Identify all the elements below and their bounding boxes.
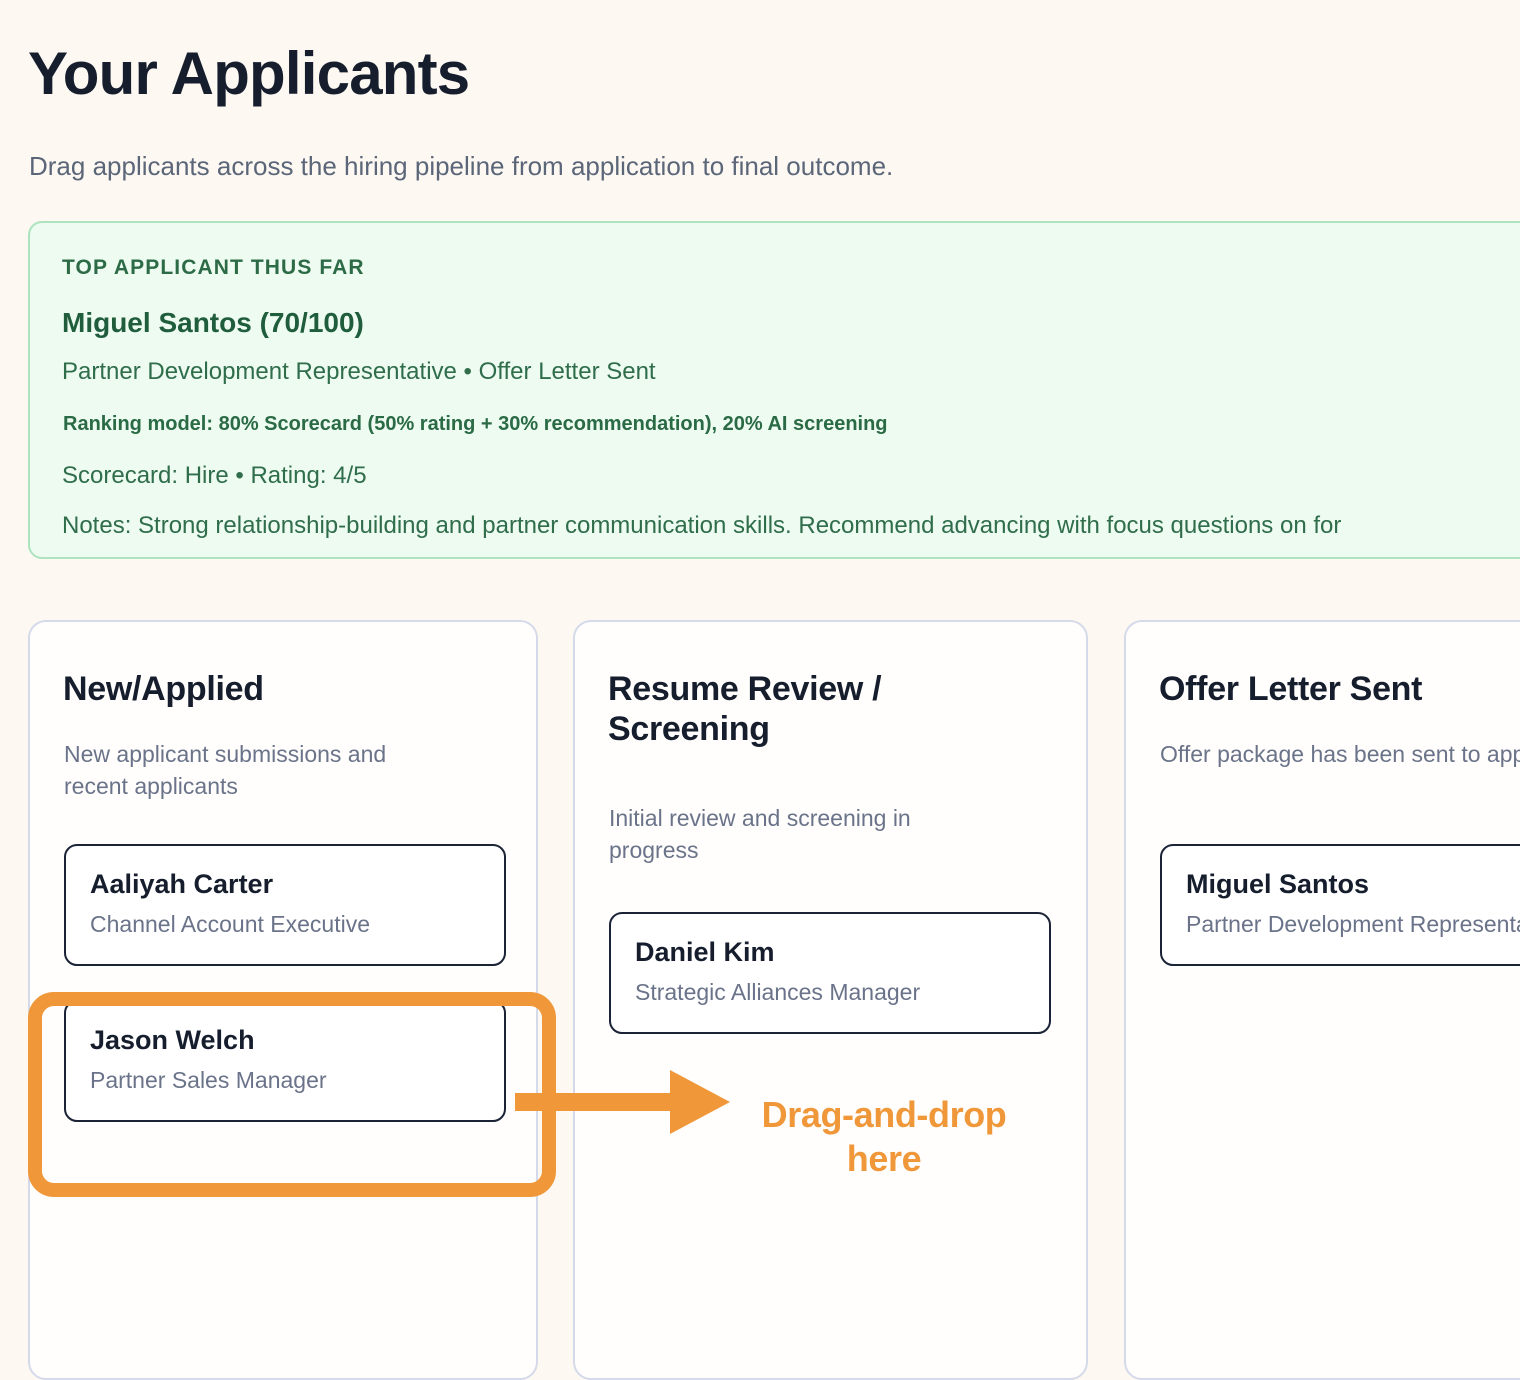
page-subtitle: Drag applicants across the hiring pipeli… [29, 151, 894, 181]
pipeline-column-resume-review-screening[interactable]: Resume Review / Screening Initial review… [573, 620, 1088, 1380]
applicant-card[interactable]: Daniel Kim Strategic Alliances Manager [609, 912, 1051, 1034]
top-applicant-ranking-model: Ranking model: 80% Scorecard (50% rating… [63, 413, 888, 435]
applicant-role: Channel Account Executive [90, 911, 371, 938]
drag-and-drop-label: Drag-and-drop here [761, 1094, 1007, 1179]
top-applicant-kicker: TOP APPLICANT THUS FAR [62, 256, 365, 279]
applicant-role: Partner Development Representative [1186, 911, 1520, 938]
applicant-card[interactable]: Jason Welch Partner Sales Manager [64, 999, 506, 1122]
page-title: Your Applicants [28, 40, 470, 107]
top-applicant-name: Miguel Santos (70/100) [62, 307, 364, 338]
column-description: New applicant submissions and recent app… [64, 741, 387, 799]
applicant-name: Jason Welch [90, 1024, 255, 1055]
column-title: Resume Review / Screening [608, 670, 882, 749]
column-description: Initial review and screening in progress [609, 805, 911, 863]
applicant-role: Partner Sales Manager [90, 1067, 327, 1094]
applicant-name: Daniel Kim [635, 937, 775, 967]
column-description: Offer package has been sent to applicant [1160, 741, 1520, 767]
applicant-card[interactable]: Miguel Santos Partner Development Repres… [1160, 844, 1520, 966]
column-card-stack: Aaliyah Carter Channel Account Executive… [64, 844, 506, 1156]
column-card-stack: Miguel Santos Partner Development Repres… [1160, 844, 1520, 1000]
applicant-card[interactable]: Aaliyah Carter Channel Account Executive [64, 844, 506, 966]
applicant-name: Aaliyah Carter [90, 869, 274, 899]
pipeline-column-new-applied[interactable]: New/Applied New applicant submissions an… [28, 620, 538, 1380]
column-card-stack: Daniel Kim Strategic Alliances Manager [609, 912, 1051, 1068]
column-title: New/Applied [63, 670, 264, 708]
top-applicant-role: Partner Development Representative • Off… [62, 358, 656, 385]
applicant-role: Strategic Alliances Manager [635, 979, 921, 1006]
top-applicant-notes: Notes: Strong relationship-building and … [62, 512, 1342, 539]
applicant-name: Miguel Santos [1186, 869, 1370, 899]
column-title: Offer Letter Sent [1159, 670, 1423, 708]
pipeline-column-offer-letter-sent[interactable]: Offer Letter Sent Offer package has been… [1124, 620, 1520, 1380]
top-applicant-scorecard: Scorecard: Hire • Rating: 4/5 [62, 462, 367, 489]
top-applicant-banner: TOP APPLICANT THUS FAR Miguel Santos (70… [28, 221, 1520, 559]
